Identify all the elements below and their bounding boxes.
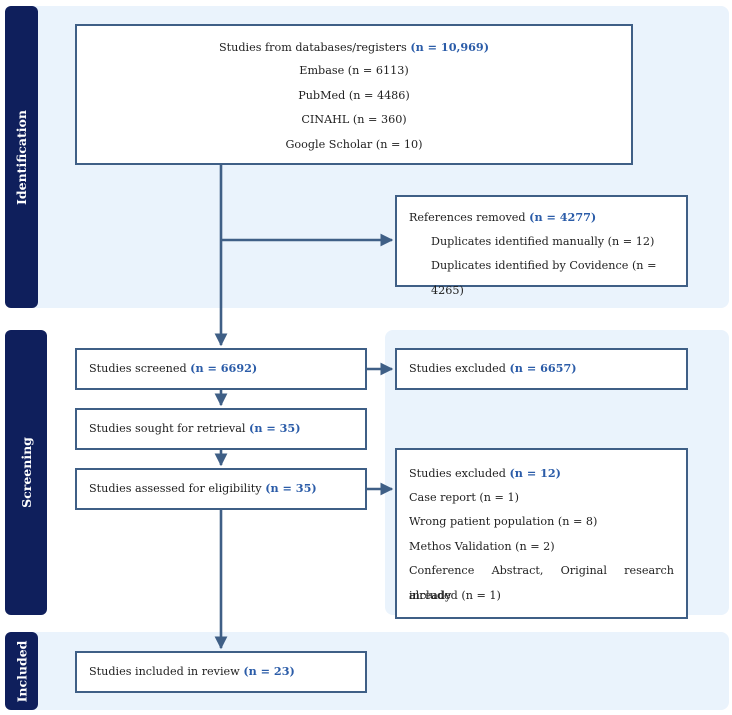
included-review-title: Studies included in review — [89, 665, 240, 679]
databases-title-line: Studies from databases/registers (n = 10… — [219, 35, 489, 60]
excluded-screening-title: Studies excluded — [409, 362, 506, 376]
databases-title: Studies from databases/registers — [218, 40, 407, 54]
assessed-eligibility-title: Studies assessed for eligibility — [89, 482, 262, 496]
reason-already-included: included (n = 1) — [409, 588, 501, 602]
source-embase: Embase (n = 6113) — [299, 64, 409, 78]
stage-label-identification-text: Identification — [14, 109, 29, 205]
stage-label-screening-text: Screening — [18, 437, 34, 508]
reason-case-report: Case report (n = 1) — [409, 490, 519, 504]
source-google-scholar: Google Scholar (n = 10) — [285, 137, 423, 151]
included-review-box: Studies included in review (n = 23) — [75, 651, 367, 693]
excluded-eligibility-title: Studies excluded — [409, 467, 506, 480]
references-removed-box: References removed (n = 4277) Duplicates… — [395, 195, 688, 297]
screened-title: Studies screened — [89, 362, 187, 376]
assessed-eligibility-count: (n = 35) — [265, 481, 317, 496]
excluded-eligibility-title-line: Studies excluded (n = 12) — [409, 461, 674, 486]
references-removed-title: References removed — [409, 211, 526, 224]
databases-count: (n = 10,969) — [410, 39, 490, 54]
source-cinahl: CINAHL (n = 360) — [301, 113, 407, 127]
source-pubmed: PubMed (n = 4486) — [298, 88, 410, 102]
duplicates-covidence: Duplicates identified by Covidence (n = … — [431, 259, 657, 297]
duplicates-manual: Duplicates identified manually (n = 12) — [431, 234, 655, 248]
excluded-screening-count: (n = 6657) — [509, 361, 577, 376]
reason-wrong-population: Wrong patient population (n = 8) — [409, 515, 598, 529]
screened-box: Studies screened (n = 6692) — [75, 348, 367, 390]
assessed-eligibility-box: Studies assessed for eligibility (n = 35… — [75, 468, 367, 510]
sought-retrieval-count: (n = 35) — [249, 421, 301, 436]
stage-label-included-text: Included — [14, 640, 30, 702]
sought-retrieval-box: Studies sought for retrieval (n = 35) — [75, 408, 367, 450]
excluded-screening-box: Studies excluded (n = 6657) — [395, 348, 688, 390]
stage-label-identification: Identification — [5, 6, 38, 308]
excluded-eligibility-count: (n = 12) — [509, 466, 561, 480]
references-removed-count: (n = 4277) — [529, 210, 597, 224]
reason-methos-validation: Methos Validation (n = 2) — [409, 539, 555, 553]
screened-count: (n = 6692) — [190, 361, 258, 376]
included-review-count: (n = 23) — [243, 664, 295, 679]
reason-conference-abstract: Conference Abstract, Original research a… — [409, 564, 674, 602]
references-removed-title-line: References removed (n = 4277) — [409, 205, 674, 230]
stage-label-screening: Screening — [5, 330, 47, 615]
sought-retrieval-title: Studies sought for retrieval — [89, 422, 246, 436]
stage-label-included: Included — [5, 632, 38, 710]
excluded-eligibility-box: Studies excluded (n = 12) Case report (n… — [395, 448, 688, 619]
databases-box: Studies from databases/registers (n = 10… — [75, 24, 633, 165]
